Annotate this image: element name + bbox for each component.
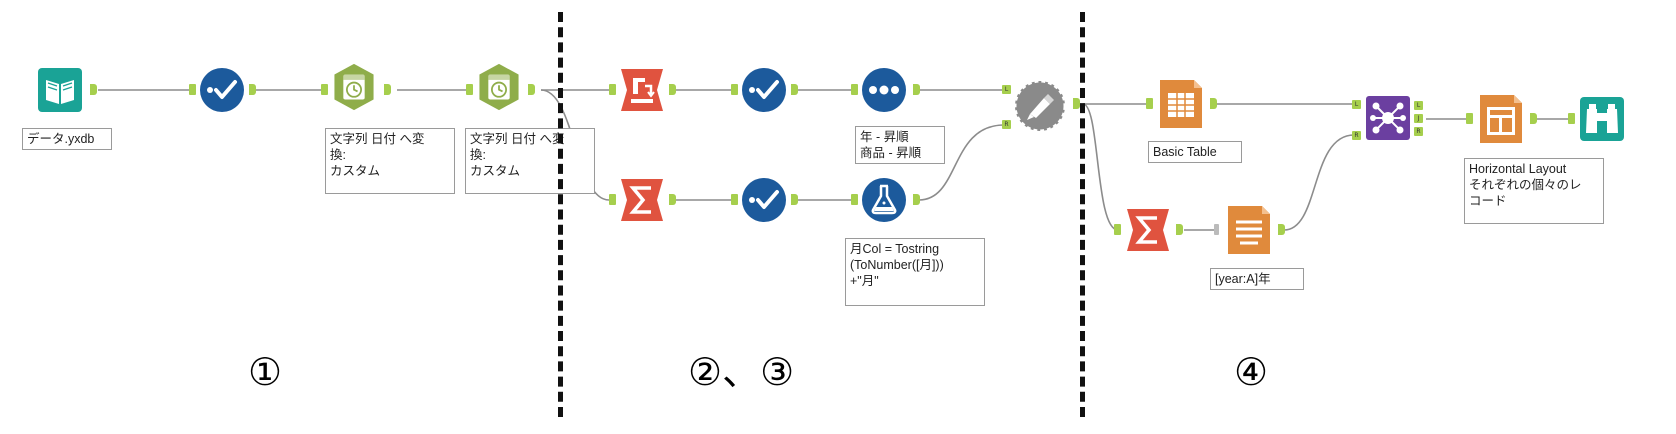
select-tool-2[interactable] bbox=[740, 66, 788, 114]
report-text-annotation: [year:A]年 bbox=[1210, 268, 1304, 290]
datetime1-input-anchor[interactable] bbox=[321, 84, 328, 95]
select-check-icon bbox=[200, 68, 244, 112]
layout-output-anchor[interactable] bbox=[1530, 113, 1537, 124]
crosstab-icon bbox=[621, 69, 663, 111]
table-annotation: Basic Table bbox=[1148, 141, 1242, 163]
select1-output-anchor[interactable] bbox=[249, 84, 256, 95]
datetime1-annotation: 文字列 日付 へ変 換: カスタム bbox=[325, 128, 455, 194]
union-tool[interactable] bbox=[1364, 94, 1412, 142]
datetime2-annotation: 文字列 日付 へ変 換: カスタム bbox=[465, 128, 595, 194]
summarize-sigma-icon bbox=[1127, 209, 1169, 251]
summarize-sigma-icon bbox=[621, 179, 663, 221]
join-right-anchor[interactable]: R bbox=[1002, 120, 1011, 129]
layout-input-anchor[interactable] bbox=[1466, 113, 1473, 124]
report-text-input-anchor[interactable] bbox=[1214, 224, 1219, 235]
sort-annotation: 年 - 昇順 商品 - 昇順 bbox=[855, 126, 945, 164]
report-text-icon bbox=[1228, 206, 1270, 254]
layout-icon bbox=[1480, 95, 1522, 143]
union-left-anchor[interactable]: L bbox=[1352, 100, 1361, 109]
input-data-tool[interactable] bbox=[36, 66, 84, 114]
union-out-l-anchor[interactable]: L bbox=[1414, 101, 1423, 110]
sort-output-anchor[interactable] bbox=[913, 84, 920, 95]
select-tool-3[interactable] bbox=[740, 176, 788, 224]
summarize1-input-anchor[interactable] bbox=[609, 194, 616, 205]
select3-output-anchor[interactable] bbox=[791, 194, 798, 205]
section-label-1: ① bbox=[248, 350, 283, 394]
summarize-tool-2[interactable] bbox=[1124, 206, 1172, 254]
section-label-2-3: ②、③ bbox=[688, 350, 795, 394]
datetime-tool-1[interactable] bbox=[330, 63, 378, 111]
select2-output-anchor[interactable] bbox=[791, 84, 798, 95]
select-check-icon bbox=[742, 178, 786, 222]
union-out-r-anchor[interactable]: R bbox=[1414, 127, 1423, 136]
layout-tool[interactable] bbox=[1478, 93, 1524, 145]
join-tool[interactable] bbox=[1014, 80, 1066, 132]
formula-flask-icon bbox=[862, 178, 906, 222]
sort-input-anchor[interactable] bbox=[851, 84, 858, 95]
section-label-4: ④ bbox=[1234, 350, 1269, 394]
formula-input-anchor[interactable] bbox=[851, 194, 858, 205]
summarize-tool-1[interactable] bbox=[618, 176, 666, 224]
formula-tool[interactable] bbox=[860, 176, 908, 224]
union-right-anchor[interactable]: R bbox=[1352, 131, 1361, 140]
union-out-j-anchor[interactable]: J bbox=[1414, 114, 1423, 123]
table-output-anchor[interactable] bbox=[1210, 98, 1217, 109]
section-divider-1 bbox=[558, 12, 563, 417]
summarize1-output-anchor[interactable] bbox=[669, 194, 676, 205]
select-check-icon bbox=[742, 68, 786, 112]
crosstab-tool[interactable] bbox=[618, 66, 666, 114]
formula-annotation: 月Col = Tostring (ToNumber([月])) +"月" bbox=[845, 238, 985, 306]
browse-input-anchor[interactable] bbox=[1568, 113, 1575, 124]
layout-annotation: Horizontal Layout それぞれの個々のレ コード bbox=[1464, 158, 1604, 224]
input-annotation: データ.yxdb bbox=[22, 128, 112, 150]
input-book-icon bbox=[38, 68, 82, 112]
summarize2-input-anchor[interactable] bbox=[1114, 224, 1121, 235]
join-gear-icon bbox=[1014, 80, 1066, 132]
report-text-tool[interactable] bbox=[1226, 204, 1272, 256]
select-tool-1[interactable] bbox=[198, 66, 246, 114]
datetime2-output-anchor[interactable] bbox=[528, 84, 535, 95]
datetime2-input-anchor[interactable] bbox=[466, 84, 473, 95]
browse-tool[interactable] bbox=[1578, 95, 1626, 143]
join-output-anchor[interactable] bbox=[1073, 98, 1080, 109]
select1-input-anchor[interactable] bbox=[189, 84, 196, 95]
table-icon bbox=[1160, 80, 1202, 128]
join-left-anchor[interactable]: L bbox=[1002, 85, 1011, 94]
sort-tool[interactable] bbox=[860, 66, 908, 114]
datetime1-output-anchor[interactable] bbox=[384, 84, 391, 95]
union-network-icon bbox=[1366, 96, 1410, 140]
formula-output-anchor[interactable] bbox=[913, 194, 920, 205]
summarize2-output-anchor[interactable] bbox=[1176, 224, 1183, 235]
browse-binoculars-icon bbox=[1580, 97, 1624, 141]
table-tool[interactable] bbox=[1158, 78, 1204, 130]
select3-input-anchor[interactable] bbox=[731, 194, 738, 205]
section-divider-2 bbox=[1080, 12, 1085, 417]
table-input-anchor[interactable] bbox=[1146, 98, 1153, 109]
datetime-clock-icon bbox=[479, 63, 519, 111]
select2-input-anchor[interactable] bbox=[731, 84, 738, 95]
datetime-tool-2[interactable] bbox=[475, 63, 523, 111]
sort-dots-icon bbox=[862, 68, 906, 112]
crosstab-input-anchor[interactable] bbox=[609, 84, 616, 95]
datetime-clock-icon bbox=[334, 63, 374, 111]
input-output-anchor[interactable] bbox=[90, 84, 97, 95]
report-text-output-anchor[interactable] bbox=[1278, 224, 1285, 235]
crosstab-output-anchor[interactable] bbox=[669, 84, 676, 95]
